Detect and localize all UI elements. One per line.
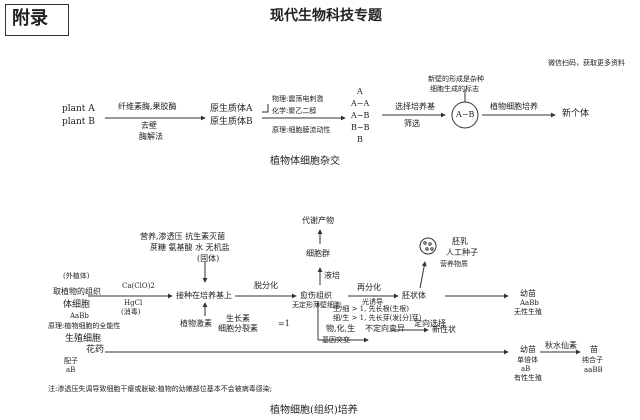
haploid-genotype: aB — [521, 365, 531, 373]
sterilize-note: (消毒) — [121, 308, 141, 316]
appendix-tag-box — [5, 4, 69, 36]
embryo-label: 胚乳 — [452, 237, 468, 246]
directed-label: 定向选择 — [414, 319, 446, 328]
light-induce-label: 光诱导 — [362, 298, 383, 306]
culture-label: 植物细胞培养 — [490, 102, 538, 111]
wechat-note: 微信扫码，获取更多资料 — [548, 59, 625, 67]
germ-cell-label: 生殖细胞 — [65, 334, 102, 344]
sexual-label: 有性生殖 — [514, 374, 542, 382]
enzymes-label: 纤维素酶,果胶酶 — [118, 102, 177, 111]
enzyme-method-label: 酶解法 — [139, 132, 163, 141]
body-cell-label: 体细胞 — [63, 300, 91, 310]
plant-b-label: plant B — [62, 117, 95, 127]
new-individual-label: 新个体 — [562, 109, 590, 119]
select-medium-label: 选择培养基 — [395, 102, 435, 111]
solid-label: (固体) — [197, 254, 220, 263]
hormone-label: 植物激素 — [180, 319, 212, 328]
totipotency-label: 原理:植物细胞的全能性 — [48, 322, 121, 330]
callus-label: 愈伤组织 — [300, 291, 332, 300]
cell-group-label: 细胞群 — [306, 249, 330, 258]
new-trait-label: 新性状 — [432, 325, 456, 334]
proto-b-label: 原生质体B — [210, 117, 253, 127]
seed-icon — [419, 237, 437, 255]
coat-label: 营养物质 — [440, 260, 468, 268]
auxin-label: 生长素 — [226, 314, 250, 323]
asexual-label: 无性生殖 — [514, 308, 542, 316]
tissue-caption: 植物细胞(组织)培养 — [270, 405, 358, 416]
page-title: 现代生物科技专题 — [270, 8, 382, 24]
physical-label: 物理:震荡电刺激 — [272, 95, 324, 103]
dediff-label: 脱分化 — [254, 281, 278, 290]
combo-1: A−A — [351, 99, 370, 108]
gamete-label: 配子 — [64, 357, 78, 365]
footnote: 注:渗透压失调导致细胞干瘪或胀破;植物的幼嫩部位基本不会被病毒感染; — [48, 385, 273, 393]
gamete-genotype: aB — [66, 366, 76, 374]
appendix-tag: 附录 — [12, 8, 48, 29]
body-genotype: AaBb — [70, 312, 89, 320]
arrow-seed — [419, 261, 427, 289]
hybrid-cell-label: A−B — [456, 110, 475, 119]
wall-note-2: 细胞生成的标志 — [430, 85, 479, 93]
anther-label: 花药 — [86, 345, 105, 355]
hgcl-label: HgCl — [124, 299, 143, 307]
principle-label: 原理:细胞膜流动性 — [272, 126, 331, 134]
callus-desc: 无定形薄壁细胞 — [292, 301, 341, 309]
wall-note-1: 新壁的形成是杂种 — [428, 75, 484, 83]
chemical-label: 化学:聚乙二醇 — [272, 107, 317, 115]
pure-label: 纯合子 — [582, 356, 603, 364]
nutrients-label: 蔗糖 氨基酸 水 无机盐 — [150, 243, 230, 252]
mutagen-label: 物,化,生 — [326, 324, 356, 333]
artificial-seed-label: 人工种子 — [446, 248, 478, 257]
seedling-genotype: AaBb — [520, 299, 539, 307]
haploid-label: 单倍体 — [517, 356, 538, 364]
conditions-label: 营养,渗透压 抗生素灭菌 — [140, 232, 226, 241]
cytokinin-label: 细胞分裂素 — [218, 324, 258, 333]
pure-genotype: aaBB — [584, 366, 603, 374]
colchicine-label: 秋水仙素 — [545, 341, 577, 350]
bracket-physical — [262, 104, 269, 113]
shoot-label: 苗 — [590, 345, 598, 354]
embryoid-label: 胚状体 — [402, 291, 426, 300]
screen-label: 筛选 — [404, 119, 420, 128]
rediff-label: 再分化 — [357, 283, 381, 292]
combo-0: A — [357, 87, 363, 96]
mutation-label: 基因突变 — [322, 336, 350, 344]
rule2-label: 细/生 > 1, 先长芽(发[分]芽) — [333, 314, 422, 322]
fusion-caption: 植物体细胞杂交 — [270, 156, 340, 167]
metabolite-label: 代谢产物 — [302, 216, 334, 225]
rule1-label: 生/细 > 1, 先长根(生根) — [333, 305, 410, 313]
ratio-label: =1 — [278, 319, 290, 328]
seedling-label: 幼苗 — [520, 289, 536, 298]
seedling2-label: 幼苗 — [520, 345, 536, 354]
proto-a-label: 原生质体A — [210, 104, 253, 114]
combo-3: B−B — [351, 123, 370, 132]
combo-2: A−B — [351, 111, 370, 120]
take-tissue-label: 取植物的组织 — [53, 287, 101, 296]
remove-wall-label: 去壁 — [141, 121, 157, 130]
sterilize-label: Ca(ClO)2 — [122, 282, 155, 290]
undirected-label: 不定向变异 — [365, 324, 405, 333]
combo-4: B — [357, 135, 363, 144]
plant-a-label: plant A — [62, 104, 95, 114]
liquid-culture-label: 液培 — [324, 271, 340, 280]
inoculate-label: 接种在培养基上 — [176, 291, 232, 300]
source-label: (外植体) — [63, 272, 90, 280]
